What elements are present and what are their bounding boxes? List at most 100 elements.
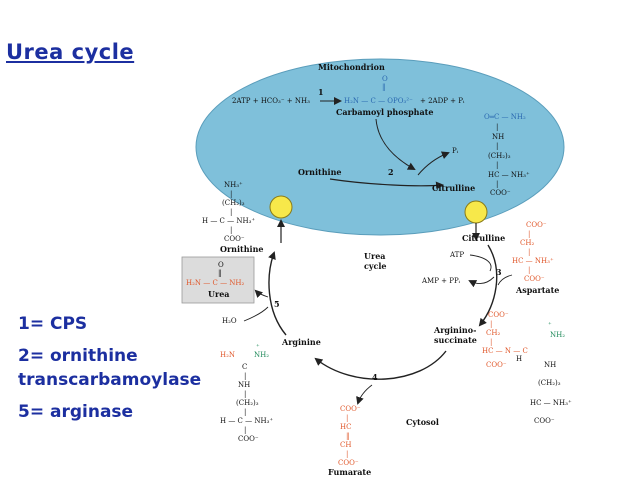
svg-text:|: | <box>230 226 232 234</box>
svg-text:NH: NH <box>544 361 556 369</box>
svg-text:COO⁻: COO⁻ <box>338 459 359 467</box>
citrulline-cyto-label: Citrulline <box>462 233 505 243</box>
note-otc-1: 2= ornithine <box>18 346 138 366</box>
svg-text:NH₃⁺: NH₃⁺ <box>224 181 243 189</box>
svg-text:H — C — NH₃⁺: H — C — NH₃⁺ <box>202 217 255 225</box>
svg-text:COO⁻: COO⁻ <box>224 235 245 243</box>
svg-text:|: | <box>244 426 246 434</box>
h2o-arrow <box>243 306 269 322</box>
aspartate-arrow <box>497 274 513 286</box>
svg-text:(CH₂)₃: (CH₂)₃ <box>488 152 511 160</box>
enzyme-notes: 1= CPS 2= ornithine transcarbamoylase 5=… <box>18 312 201 424</box>
atp-arrow <box>469 254 492 272</box>
svg-text:|: | <box>496 123 498 131</box>
svg-text:|: | <box>244 408 246 416</box>
carbamoyl-to-step2-arrow <box>375 118 416 170</box>
svg-text:(CH₂)₃: (CH₂)₃ <box>222 199 245 207</box>
svg-text:|: | <box>496 180 498 188</box>
note-otc-2: transcarbamoylase <box>18 370 202 390</box>
arginine-label: Arginine <box>281 337 321 347</box>
note-cps: 1= CPS <box>18 314 88 334</box>
arginine-structure: H₂N NH₂ ⁺ C | NH | (CH₂)₃ | H — C — NH₃⁺… <box>220 343 273 443</box>
aspartate-label: Aspartate <box>515 285 559 295</box>
citrulline-structure: O═C — NH₂ | NH | (CH₂)₃ | HC — NH₃⁺ | CO… <box>484 113 530 197</box>
amp-arrow <box>468 276 495 288</box>
svg-text:NH₂: NH₂ <box>254 351 269 359</box>
svg-text:H — C — NH₃⁺: H — C — NH₃⁺ <box>220 417 273 425</box>
svg-text:H: H <box>516 355 522 363</box>
urea-double-bond: ‖ <box>218 269 222 277</box>
mitochondrion-compartment <box>195 58 565 236</box>
argininosuccinate-label: Arginino- <box>433 325 476 335</box>
argininosuccinate-label-2: succinate <box>434 335 477 345</box>
svg-text:HC: HC <box>340 423 351 431</box>
svg-text:NH: NH <box>238 381 250 389</box>
urea-structure: H₂N — C — NH₂ <box>186 279 245 287</box>
step-3-label: 3 <box>496 267 502 277</box>
step-4-arc <box>314 350 447 380</box>
svg-text:⁺: ⁺ <box>256 343 260 351</box>
svg-text:|: | <box>528 248 530 256</box>
step-3-arc <box>478 244 498 327</box>
svg-text:CH: CH <box>340 441 351 449</box>
fumarate-arrow <box>356 384 373 405</box>
svg-text:H₂N: H₂N <box>220 351 235 359</box>
citrulline-transporter <box>464 200 488 224</box>
urea-cycle-label: Urea <box>364 251 385 261</box>
step-2-label: 2 <box>388 167 394 177</box>
argininosuccinate-structure: COO⁻ | CH₂ | HC — N — C H COO⁻ NH₂ ⁺ NH … <box>482 311 572 425</box>
urea-cycle-label-2: cycle <box>364 261 387 271</box>
reaction1-rhs: + 2ADP + Pᵢ <box>420 97 465 105</box>
svg-text:C: C <box>242 363 247 371</box>
atp-label: ATP <box>449 251 464 259</box>
step-1-label: 1 <box>318 87 324 97</box>
svg-text:HC — N — C: HC — N — C <box>482 347 528 355</box>
svg-text:|: | <box>346 414 348 422</box>
svg-text:COO⁻: COO⁻ <box>526 221 547 229</box>
carbamoyl-phosphate-label: Carbamoyl phosphate <box>336 107 433 117</box>
svg-text:|: | <box>528 230 530 238</box>
urea-label: Urea <box>208 289 229 299</box>
step-5-arc <box>268 251 287 336</box>
svg-text:COO⁻: COO⁻ <box>486 361 507 369</box>
svg-text:|: | <box>230 190 232 198</box>
svg-text:|: | <box>346 450 348 458</box>
svg-text:HC — NH₃⁺: HC — NH₃⁺ <box>530 399 572 407</box>
urea-box <box>181 256 255 304</box>
svg-text:COO⁻: COO⁻ <box>490 189 511 197</box>
svg-text:COO⁻: COO⁻ <box>524 275 545 283</box>
carbamoyl-double-bond: ‖ <box>382 83 386 91</box>
svg-text:COO⁻: COO⁻ <box>534 417 555 425</box>
carbamoyl-o: O <box>382 75 388 83</box>
step-2-arrow <box>329 178 444 190</box>
step-5-label: 5 <box>274 299 280 309</box>
slide-title: Urea cycle <box>6 40 135 64</box>
ornithine-structure: NH₃⁺ | (CH₂)₃ | H — C — NH₃⁺ | COO⁻ <box>202 181 255 243</box>
svg-text:CH₂: CH₂ <box>486 329 500 337</box>
svg-text:HC — NH₃⁺: HC — NH₃⁺ <box>488 171 530 179</box>
svg-text:|: | <box>244 390 246 398</box>
urea-cycle-diagram: Mitochondrion 1 O ‖ 2ATP + HCO₃⁻ + NH₃ H… <box>181 58 572 477</box>
h2o-label: H₂O <box>222 317 237 325</box>
svg-text:NH: NH <box>492 133 504 141</box>
ornithine-transporter <box>269 195 293 219</box>
svg-text:⁺: ⁺ <box>548 321 552 329</box>
note-arginase: 5= arginase <box>18 402 134 422</box>
fumarate-label: Fumarate <box>328 467 371 477</box>
urea-release-arrow <box>254 289 269 299</box>
svg-text:NH₂: NH₂ <box>550 331 565 339</box>
svg-text:|: | <box>496 161 498 169</box>
svg-text:|: | <box>230 208 232 216</box>
ornithine-cyto-label: Ornithine <box>220 244 264 254</box>
svg-text:CH₂: CH₂ <box>520 239 534 247</box>
svg-text:|: | <box>528 266 530 274</box>
svg-text:|: | <box>490 338 492 346</box>
svg-text:COO⁻: COO⁻ <box>488 311 509 319</box>
urea-o: O <box>218 261 224 269</box>
step-4-label: 4 <box>372 372 378 382</box>
mitochondrion-label: Mitochondrion <box>318 62 385 72</box>
carbamoyl-structure: H₂N — C — OPO₃²⁻ <box>344 97 413 105</box>
svg-text:|: | <box>496 142 498 150</box>
svg-text:(CH₂)₃: (CH₂)₃ <box>538 379 561 387</box>
svg-text:O═C — NH₂: O═C — NH₂ <box>484 113 526 121</box>
